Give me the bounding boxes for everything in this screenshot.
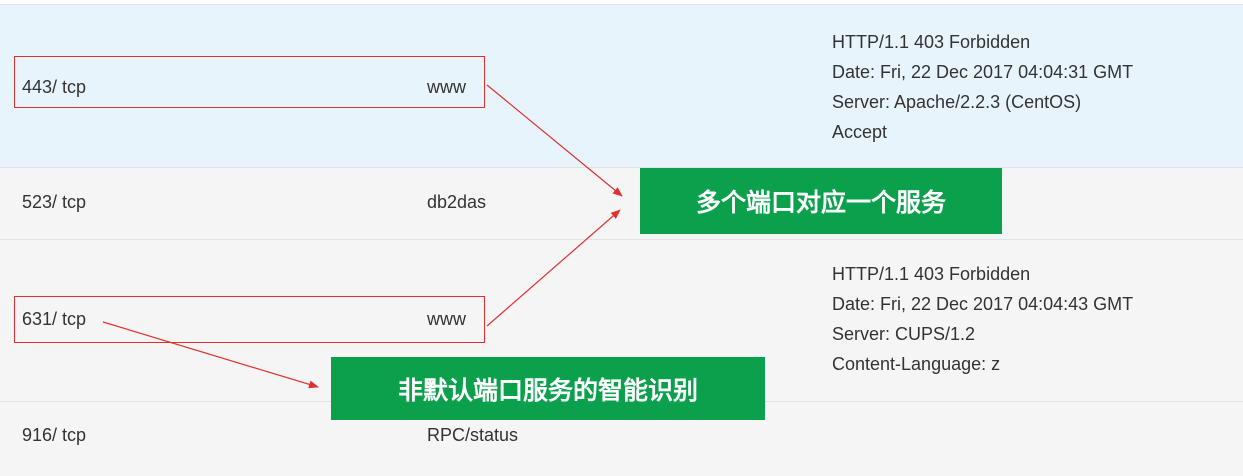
port-cell: 916/ tcp (22, 425, 87, 445)
banner-cell: HTTP/1.1 403 Forbidden Date: Fri, 22 Dec… (832, 259, 1133, 379)
banner-line: Date: Fri, 22 Dec 2017 04:04:31 GMT (832, 62, 1134, 82)
service-cell: db2das (427, 192, 487, 212)
port-cell: 631/ tcp (22, 309, 87, 329)
banner-line: Content-Language: z (832, 354, 1001, 374)
service-cell: RPC/status (427, 425, 519, 445)
port-cell: 523/ tcp (22, 192, 87, 212)
table-row[interactable]: 443/ tcp www HTTP/1.1 403 Forbidden Date… (0, 4, 1243, 167)
table-row[interactable]: 523/ tcp db2das (0, 167, 1243, 239)
banner-line: Server: CUPS/1.2 (832, 324, 976, 344)
port-cell: 443/ tcp (22, 77, 87, 97)
callout-smart-service-detection: 非默认端口服务的智能识别 (331, 357, 765, 420)
callout-multi-port-one-service: 多个端口对应一个服务 (640, 168, 1002, 234)
service-cell: www (427, 77, 466, 97)
banner-line: Date: Fri, 22 Dec 2017 04:04:43 GMT (832, 294, 1134, 314)
service-cell: www (427, 309, 466, 329)
banner-line: HTTP/1.1 403 Forbidden (832, 264, 1031, 284)
banner-line: Accept (832, 122, 888, 142)
banner-cell: HTTP/1.1 403 Forbidden Date: Fri, 22 Dec… (832, 27, 1133, 147)
banner-line: HTTP/1.1 403 Forbidden (832, 32, 1031, 52)
banner-line: Server: Apache/2.2.3 (CentOS) (832, 92, 1082, 112)
